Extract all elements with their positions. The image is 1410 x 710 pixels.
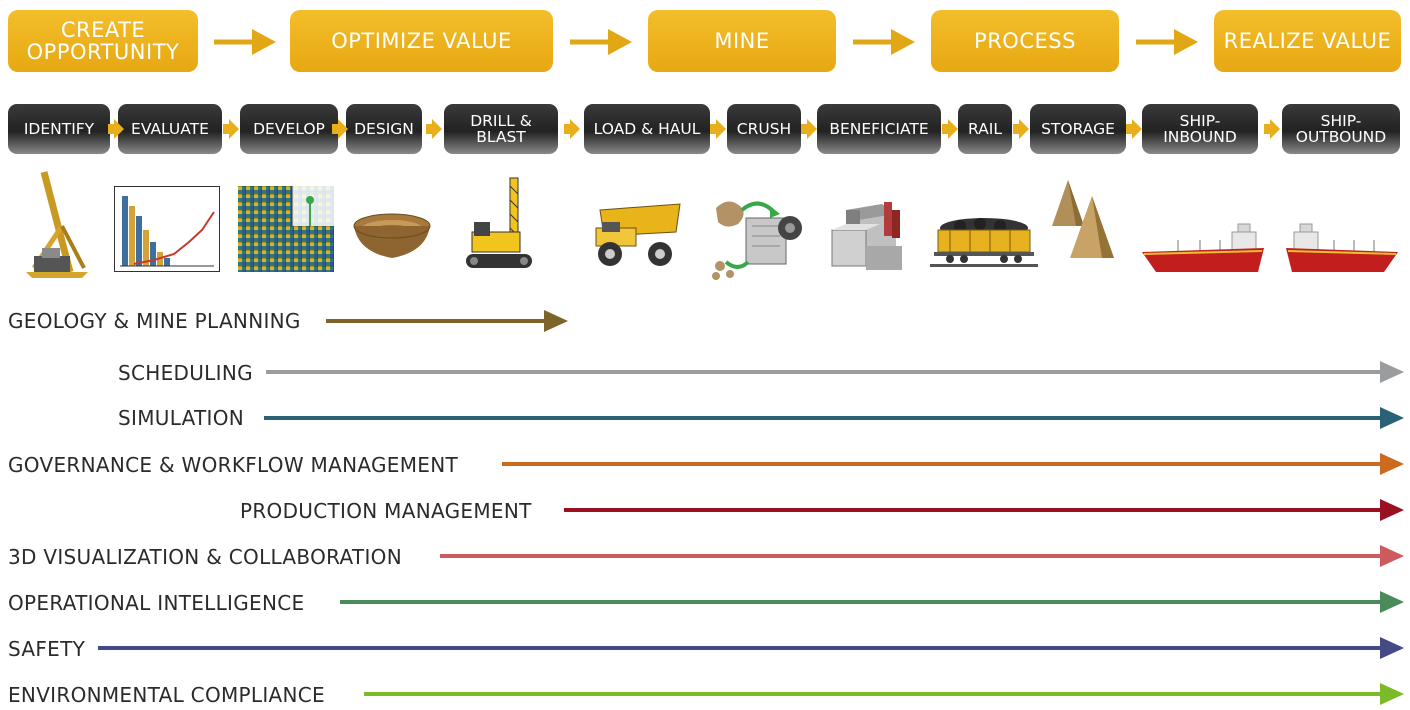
stage-label: PROCESS bbox=[974, 29, 1076, 53]
rail-car-icon bbox=[930, 218, 1038, 267]
stage-mine: MINE bbox=[648, 10, 836, 72]
stage-realize-value: REALIZE VALUE bbox=[1214, 10, 1401, 72]
open-pit-icon bbox=[353, 213, 431, 258]
step-label: DRILL & BLAST bbox=[470, 112, 532, 146]
tool-arrow-scheduling-line bbox=[266, 361, 1404, 383]
step-arrow bbox=[332, 119, 348, 139]
step-label: SHIP- INBOUND bbox=[1163, 112, 1237, 146]
step-ship-inbound: SHIP- INBOUND bbox=[1142, 104, 1258, 154]
stage-label: REALIZE VALUE bbox=[1223, 29, 1392, 53]
step-arrow bbox=[564, 119, 580, 139]
tool-label-operational-intelligence: OPERATIONAL INTELLIGENCE bbox=[8, 591, 305, 615]
step-arrow bbox=[108, 119, 124, 139]
stage-optimize-value: OPTIMIZE VALUE bbox=[290, 10, 553, 72]
tool-arrow-simulation bbox=[264, 407, 1404, 429]
step-label: LOAD & HAUL bbox=[593, 120, 701, 138]
step-beneficiate: BENEFICIATE bbox=[817, 104, 941, 154]
ship-outbound-icon bbox=[1286, 223, 1398, 272]
stage-arrow bbox=[570, 29, 632, 55]
step-drill-blast: DRILL & BLAST bbox=[444, 104, 558, 154]
step-arrow bbox=[1126, 119, 1142, 139]
step-arrow bbox=[223, 119, 239, 139]
stage-label: CREATE OPPORTUNITY bbox=[26, 18, 180, 64]
stage-arrow bbox=[853, 29, 915, 55]
step-evaluate: EVALUATE bbox=[118, 104, 222, 154]
tool-arrow-operational-intelligence bbox=[340, 591, 1404, 613]
step-label: STORAGE bbox=[1041, 120, 1115, 138]
tool-arrow-safety bbox=[98, 637, 1404, 659]
step-arrow bbox=[801, 119, 817, 139]
stockpile-icon bbox=[1052, 180, 1114, 258]
step-arrow bbox=[710, 119, 726, 139]
tool-arrow-3d-visualization-collaboration bbox=[440, 545, 1404, 567]
stage-process: PROCESS bbox=[931, 10, 1119, 72]
step-label: DEVELOP bbox=[253, 120, 325, 138]
blasthole-drill-icon bbox=[466, 177, 532, 268]
tool-label-safety: SAFETY bbox=[8, 637, 86, 661]
block-model-icon bbox=[238, 186, 334, 272]
step-arrow bbox=[942, 119, 958, 139]
step-ship-outbound: SHIP- OUTBOUND bbox=[1282, 104, 1400, 154]
tool-label-3d-visualization-collaboration: 3D VISUALIZATION & COLLABORATION bbox=[8, 545, 402, 569]
tool-label-simulation: SIMULATION bbox=[118, 406, 245, 430]
step-load-haul: LOAD & HAUL bbox=[584, 104, 710, 154]
step-arrow bbox=[1013, 119, 1029, 139]
stage-label: OPTIMIZE VALUE bbox=[331, 29, 512, 53]
tool-arrow-geology-mine-planning bbox=[326, 310, 568, 332]
stage-arrow bbox=[214, 29, 276, 55]
tool-label-geology-mine-planning: GEOLOGY & MINE PLANNING bbox=[8, 309, 301, 333]
step-label: DESIGN bbox=[354, 120, 414, 138]
step-label: IDENTIFY bbox=[23, 120, 95, 138]
stage-label: MINE bbox=[714, 29, 770, 53]
tool-label-environmental-compliance: ENVIRONMENTAL COMPLIANCE bbox=[8, 683, 325, 707]
step-label: SHIP- OUTBOUND bbox=[1295, 112, 1387, 146]
step-identify: IDENTIFY bbox=[8, 104, 110, 154]
step-label: RAIL bbox=[968, 120, 1002, 138]
tool-label-scheduling: SCHEDULING bbox=[118, 361, 253, 385]
step-rail: RAIL bbox=[958, 104, 1012, 154]
step-crush: CRUSH bbox=[727, 104, 801, 154]
step-storage: STORAGE bbox=[1030, 104, 1126, 154]
jaw-crusher-icon bbox=[712, 201, 802, 280]
step-label: CRUSH bbox=[736, 120, 792, 138]
ship-inbound-icon bbox=[1142, 223, 1264, 272]
stage-arrow bbox=[1136, 29, 1198, 55]
tool-arrow-production-management bbox=[564, 499, 1404, 521]
tool-arrow-environmental-compliance bbox=[364, 683, 1404, 705]
histogram-chart-icon bbox=[114, 186, 220, 272]
tool-label-governance-workflow-management: GOVERNANCE & WORKFLOW MANAGEMENT bbox=[8, 453, 458, 477]
step-label: EVALUATE bbox=[131, 120, 209, 138]
haul-truck-icon bbox=[595, 203, 681, 266]
step-arrow bbox=[1264, 119, 1280, 139]
drill-rig-icon bbox=[26, 171, 88, 278]
processing-plant-icon bbox=[831, 202, 902, 270]
tool-label-production-management: PRODUCTION MANAGEMENT bbox=[240, 499, 532, 523]
step-develop: DEVELOP bbox=[240, 104, 338, 154]
tool-arrow-governance-workflow-management bbox=[502, 453, 1404, 475]
stage-create-opportunity: CREATE OPPORTUNITY bbox=[8, 10, 198, 72]
step-label: BENEFICIATE bbox=[829, 120, 929, 138]
step-arrow bbox=[426, 119, 442, 139]
step-design: DESIGN bbox=[346, 104, 422, 154]
